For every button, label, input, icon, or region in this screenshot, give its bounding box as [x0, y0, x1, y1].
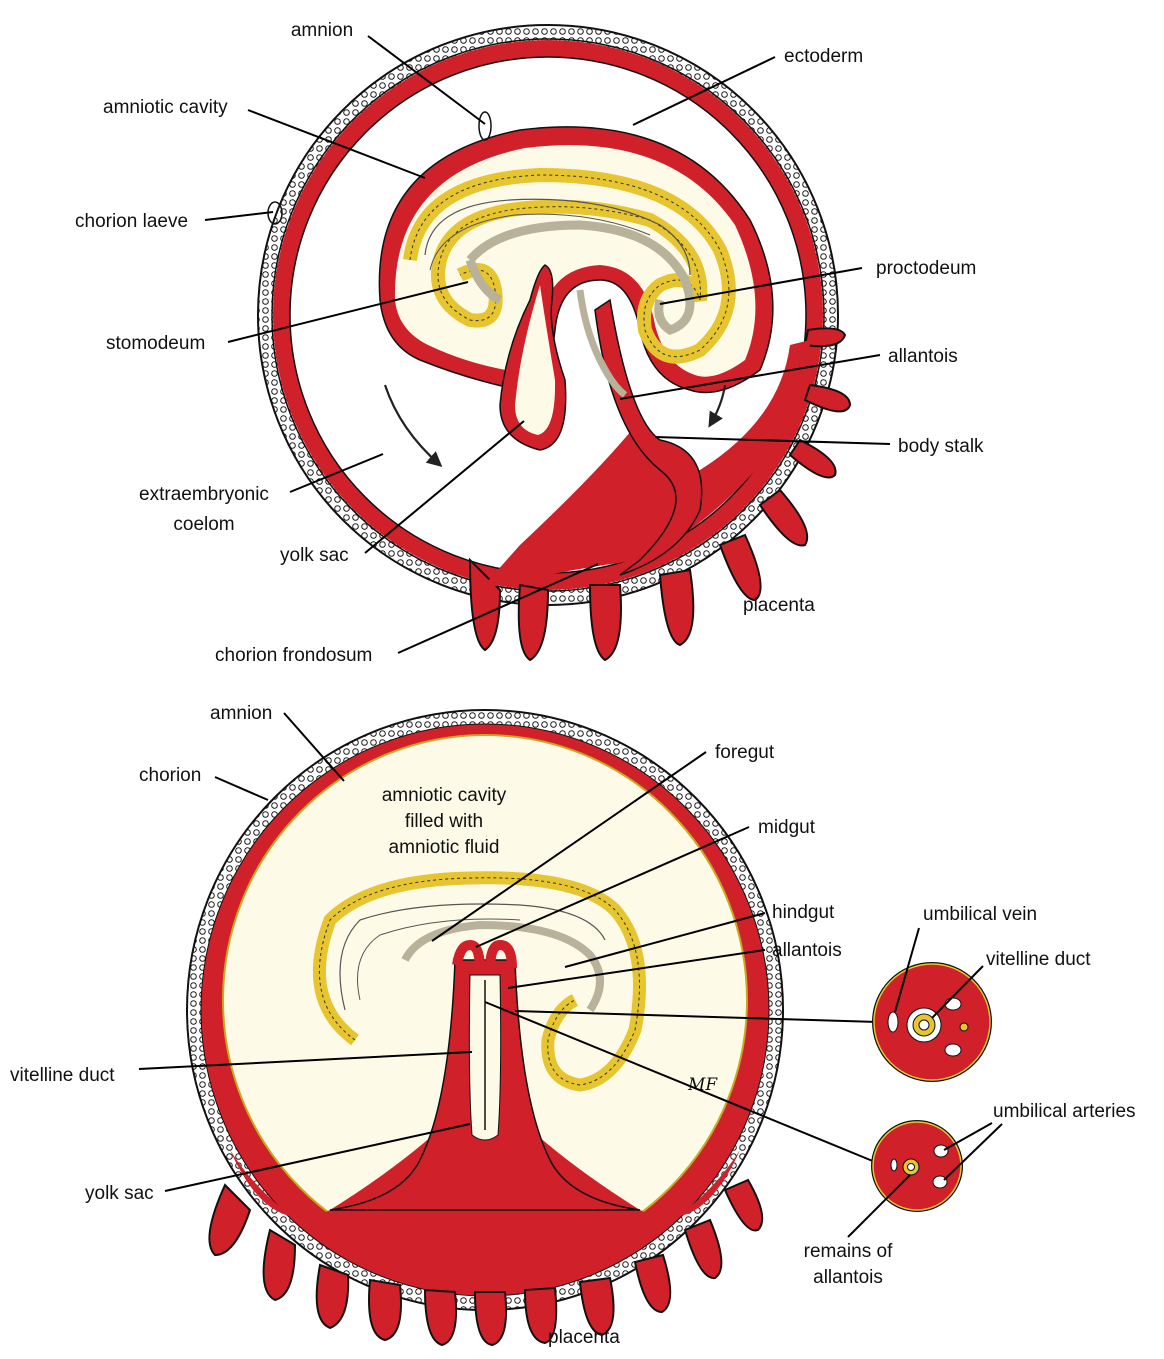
top-label-ectoderm: ectoderm — [784, 46, 863, 67]
bottom-label-foregut: foregut — [715, 742, 775, 763]
top-label-amniotic-cavity: amniotic cavity — [103, 97, 228, 118]
bottom-label-hindgut: hindgut — [772, 902, 835, 923]
bottom-label-yolk-sac: yolk sac — [85, 1183, 154, 1204]
bottom-diagram: MF amnion chorion amniotic cavity filled… — [10, 703, 880, 1348]
bottom-label-placenta: placenta — [548, 1327, 620, 1348]
bottom-label-midgut: midgut — [758, 817, 816, 838]
top-label-chorion-laeve: chorion laeve — [75, 211, 188, 232]
bottom-label-chorion: chorion — [139, 765, 201, 786]
bottom-label-allantois: allantois — [772, 940, 842, 961]
top-label-yolk-sac: yolk sac — [280, 545, 349, 566]
cross-label-remains-of: remains of — [804, 1241, 893, 1262]
top-label-allantois: allantois — [888, 346, 958, 367]
top-label-coelom: coelom — [173, 514, 234, 535]
bottom-label-amniotic-cavity-2: filled with — [405, 811, 483, 832]
top-diagram: amnion ectoderm amniotic cavity chorion … — [75, 20, 984, 666]
cross-label-umbilical-arteries: umbilical arteries — [993, 1101, 1136, 1122]
bottom-label-amnion: amnion — [210, 703, 272, 724]
bottom-label-amniotic-cavity-1: amniotic cavity — [382, 785, 507, 806]
top-label-extraembryonic: extraembryonic — [139, 484, 269, 505]
cross-label-umbilical-vein: umbilical vein — [923, 904, 1037, 925]
top-label-chorion-frondosum: chorion frondosum — [215, 645, 372, 666]
bottom-label-amniotic-cavity-3: amniotic fluid — [389, 837, 500, 858]
bottom-label-vitelline-duct: vitelline duct — [10, 1065, 115, 1086]
top-label-amnion: amnion — [291, 20, 353, 41]
top-label-stomodeum: stomodeum — [106, 333, 205, 354]
cross-sections: umbilical vein vitelline duct umbilical … — [804, 904, 1136, 1288]
top-label-proctodeum: proctodeum — [876, 258, 976, 279]
cross-label-vitelline-duct: vitelline duct — [986, 949, 1091, 970]
cross-label-allantois: allantois — [813, 1267, 883, 1288]
top-label-placenta: placenta — [743, 595, 815, 616]
top-label-body-stalk: body stalk — [898, 436, 984, 457]
